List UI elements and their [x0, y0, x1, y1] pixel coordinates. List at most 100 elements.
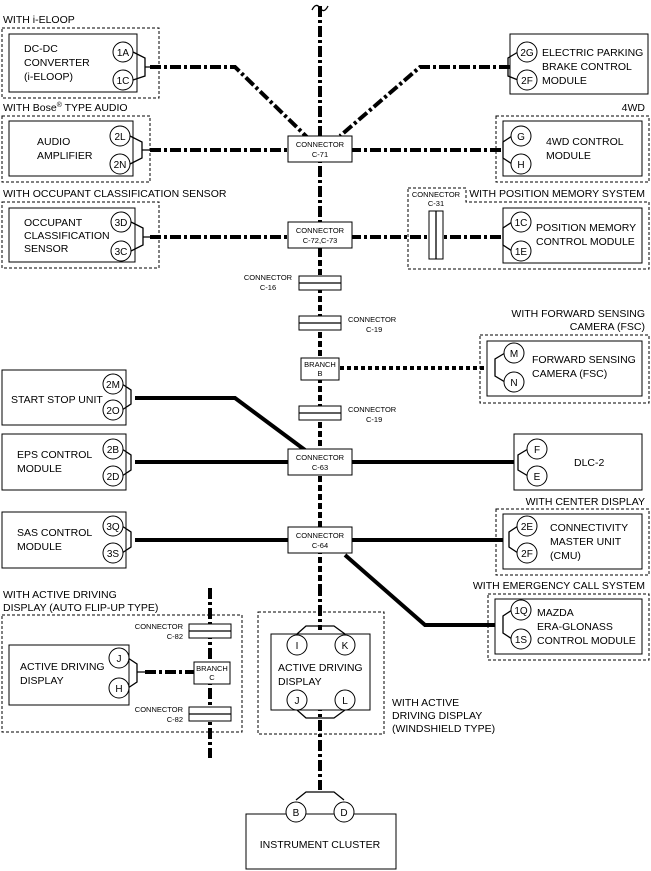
ic-label-1: INSTRUMENT CLUSTER: [260, 839, 381, 851]
group-label-position-memory: WITH POSITION MEMORY SYSTEM: [469, 188, 645, 200]
pin-label-pmcm-1c: 1C: [515, 218, 528, 229]
era-pin-bracket: [502, 609, 513, 640]
group-label-fsc-1: WITH FORWARD SENSING: [511, 308, 645, 320]
c19b-label-2: C-19: [366, 415, 382, 424]
group-label-i-eloop: WITH i-ELOOP: [3, 14, 75, 26]
c71-label-1: CONNECTOR: [296, 140, 345, 149]
pin-label-eps-2d: 2D: [107, 472, 120, 483]
group-center-display: [495, 508, 650, 576]
c19b-label-1: CONNECTOR: [348, 405, 397, 414]
dcdc-label-1: DC-DC: [24, 43, 58, 55]
pin-dlc-e: [526, 465, 548, 487]
branch-b: [300, 357, 340, 381]
pin-label-epb-2f: 2F: [521, 76, 533, 87]
add-flip-label-1: ACTIVE DRIVING: [20, 661, 105, 673]
pin-audio-2l: [109, 125, 131, 147]
bus-ssu: [135, 396, 307, 452]
connector-c72-c73: [287, 221, 353, 249]
group-bose: [1, 115, 151, 183]
pin-era-1q: [510, 599, 532, 621]
epb-pin-bracket: [507, 51, 519, 81]
pin-pmcm-1c: [510, 211, 532, 233]
pin-dcdc-1c: [112, 69, 134, 91]
eps-label-2: MODULE: [17, 463, 62, 475]
group-fsc: [479, 334, 650, 404]
group-label-add-ws-2: DRIVING DISPLAY: [392, 710, 482, 722]
ocs-label-1: OCCUPANT: [24, 217, 83, 229]
fsc-label-1: FORWARD SENSING: [532, 354, 636, 366]
epb-label-3: MODULE: [542, 75, 587, 87]
dlc-label-1: DLC-2: [574, 457, 605, 469]
group-label-add-ws-1: WITH ACTIVE: [392, 697, 459, 709]
pin-ocs-3c: [110, 240, 132, 262]
add-ws-label-2: DISPLAY: [278, 676, 322, 688]
pin-add-ws-k: [334, 634, 356, 656]
group-4wd: [495, 115, 650, 183]
pin-label-ocs-3c: 3C: [115, 247, 128, 258]
sas-pin-bracket: [121, 525, 132, 554]
pin-add-ws-l: [334, 689, 356, 711]
group-label-center-display: WITH CENTER DISPLAY: [526, 496, 645, 508]
c31-label-1: CONNECTOR: [412, 190, 461, 199]
fsc-pin-bracket: [494, 352, 506, 383]
c16-label-1: CONNECTOR: [244, 273, 293, 282]
group-add-flip: [1, 614, 243, 733]
pin-ic-d: [333, 801, 355, 823]
dlc-pin-bracket: [517, 448, 529, 477]
group-emergency: [487, 593, 650, 661]
pin-label-pmcm-1e: 1E: [515, 247, 528, 258]
branch-c: [193, 661, 231, 685]
bus-break-mark: [311, 4, 329, 12]
pin-label-add-ws-l: L: [342, 696, 348, 707]
c71-label-2: C-71: [312, 150, 328, 159]
pin-label-cmu-2f: 2F: [521, 549, 533, 560]
pin-label-add-flip-h: H: [115, 684, 122, 695]
era-label-2: ERA-GLONASS: [537, 621, 613, 633]
pin-fsc-m: [503, 342, 525, 364]
pin-label-ocs-3d: 3D: [115, 218, 128, 229]
epb-label-2: BRAKE CONTROL: [542, 61, 632, 73]
sas-label-1: SAS CONTROL: [17, 527, 92, 539]
pin-label-cmu-2e: 2E: [521, 522, 534, 533]
c64-label-1: CONNECTOR: [296, 531, 345, 540]
c31-label-2: C-31: [428, 199, 444, 208]
c19a-label-2: C-19: [366, 325, 382, 334]
awd-pin-bracket: [502, 135, 513, 165]
ic-pin-bracket: [295, 791, 345, 801]
pin-pmcm-1e: [510, 240, 532, 262]
eps-label-1: EPS CONTROL: [17, 449, 92, 461]
c16-label-2: C-16: [260, 283, 276, 292]
pin-eps-2b: [102, 438, 124, 460]
pin-ssu-2m: [102, 373, 124, 395]
c63-label-2: C-63: [312, 463, 328, 472]
c82a-label-1: CONNECTOR: [135, 622, 184, 631]
ocs-label-3: SENSOR: [24, 243, 69, 255]
pin-4wd-g: [510, 125, 532, 147]
group-label-fsc-2: CAMERA (FSC): [570, 321, 645, 333]
branch-b-label-1: BRANCH: [304, 360, 336, 369]
pin-label-eps-2b: 2B: [107, 445, 120, 456]
pin-label-dcdc-1c: 1C: [117, 76, 130, 87]
pin-epb-2g: [516, 41, 538, 63]
ssu-pin-bracket: [121, 383, 132, 411]
group-label-add-flip-1: WITH ACTIVE DRIVING: [3, 589, 117, 601]
bus-epb: [338, 65, 510, 138]
group-label-occupant: WITH OCCUPANT CLASSIFICATION SENSOR: [3, 188, 227, 200]
cmu-label-3: (CMU): [550, 550, 581, 562]
group-i-eloop: [1, 27, 160, 99]
sas-label-2: MODULE: [17, 541, 62, 553]
pin-label-4wd-h: H: [517, 160, 524, 171]
c64-label-2: C-64: [312, 541, 328, 550]
awd-label-2: MODULE: [546, 150, 591, 162]
epb-label-1: ELECTRIC PARKING: [542, 47, 643, 59]
group-label-4wd: 4WD: [622, 102, 646, 114]
pin-label-ic-b: B: [293, 808, 300, 819]
group-occupant: [1, 201, 160, 269]
group-label-add-ws-3: (WINDSHIELD TYPE): [392, 723, 495, 735]
group-position-memory: [407, 187, 650, 270]
pmcm-pin-bracket: [502, 221, 513, 252]
audio-label-2: AMPLIFIER: [37, 150, 93, 162]
c7273-label-2: C-72,C-73: [303, 236, 338, 245]
c63-label-1: CONNECTOR: [296, 453, 345, 462]
pin-cmu-2f: [516, 542, 538, 564]
